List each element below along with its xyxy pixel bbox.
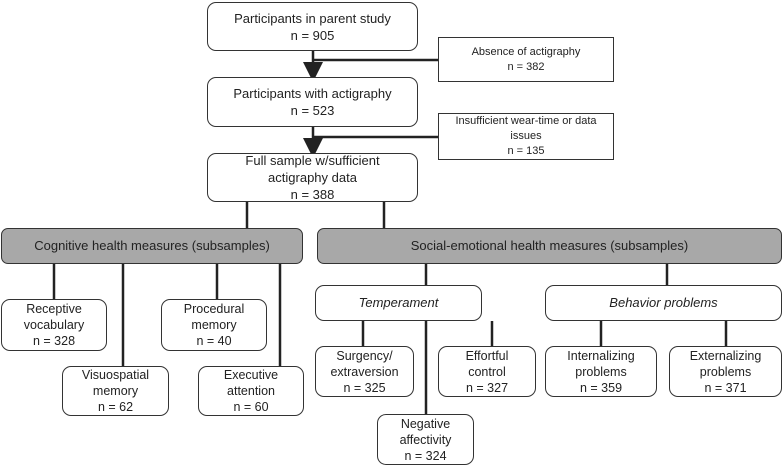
box-label: Procedural [183,302,245,316]
box-internalizing: Internalizing problems n = 359 [545,346,657,397]
box-count: n = 382 [507,60,545,73]
box-executive-attention: Executive attention n = 60 [198,366,304,416]
header-label: Social-emotional health measures (subsam… [410,238,689,253]
box-count: n = 60 [233,400,269,414]
box-effortful-control: Effortful control n = 327 [438,346,536,397]
box-negative-affectivity: Negative affectivity n = 324 [377,414,474,465]
box-count: n = 388 [290,187,335,202]
box-label: Executive [223,368,279,382]
box-label: Full sample w/sufficient [245,153,380,168]
box-behavior-problems: Behavior problems [545,285,782,321]
box-label: control [468,364,506,379]
box-label: attention [227,384,275,398]
cognitive-header: Cognitive health measures (subsamples) [1,228,303,264]
box-count: n = 371 [704,380,747,395]
box-count: n = 905 [290,27,335,43]
box-label: issues [510,130,542,142]
box-label: problems [575,364,627,379]
header-label: Cognitive health measures (subsamples) [34,238,270,253]
box-surgency: Surgency/ extraversion n = 325 [315,346,414,397]
box-count: n = 325 [343,380,386,395]
box-label: vocabulary [23,318,85,332]
box-label: memory [191,318,237,332]
box-label: Temperament [358,295,439,310]
box-count: n = 327 [465,380,509,395]
box-label: Insufficient wear-time or data [455,115,597,127]
box-label: Negative [400,416,451,431]
box-count: n = 328 [32,334,76,348]
box-count: n = 359 [579,380,623,395]
box-label: Participants with actigraphy [233,86,392,101]
box-label: actigraphy data [268,170,357,185]
box-label: memory [92,384,139,398]
box-label: Absence of actigraphy [471,45,581,58]
box-with-actigraphy: Participants with actigraphy n = 523 [207,77,418,127]
box-label: Receptive [26,302,82,316]
box-parent-study: Participants in parent study n = 905 [207,2,418,51]
box-count: n = 523 [290,103,335,118]
box-label: affectivity [399,432,452,447]
box-count: n = 62 [97,400,134,414]
box-label: Effortful [465,348,509,363]
box-visuospatial-memory: Visuospatial memory n = 62 [62,366,169,416]
social-header: Social-emotional health measures (subsam… [317,228,782,264]
box-count: n = 324 [404,448,447,463]
box-label: Surgency/ [336,348,393,363]
box-label: Internalizing [567,348,635,363]
box-temperament: Temperament [315,285,482,321]
box-label: Behavior problems [609,295,718,310]
box-receptive-vocabulary: Receptive vocabulary n = 328 [1,299,107,351]
box-label: problems [699,364,752,379]
box-procedural-memory: Procedural memory n = 40 [161,299,267,351]
box-label: Participants in parent study [234,10,391,26]
box-absence-actigraphy: Absence of actigraphy n = 382 [438,37,614,82]
box-externalizing: Externalizing problems n = 371 [669,346,782,397]
box-label: Externalizing [689,348,762,363]
box-label: extraversion [330,364,399,379]
box-insufficient: Insufficient wear-time or data issues n … [438,113,614,160]
box-label: Visuospatial [81,368,150,382]
box-count: n = 40 [196,334,232,348]
box-count: n = 135 [507,145,545,157]
box-full-sample: Full sample w/sufficient actigraphy data… [207,153,418,202]
